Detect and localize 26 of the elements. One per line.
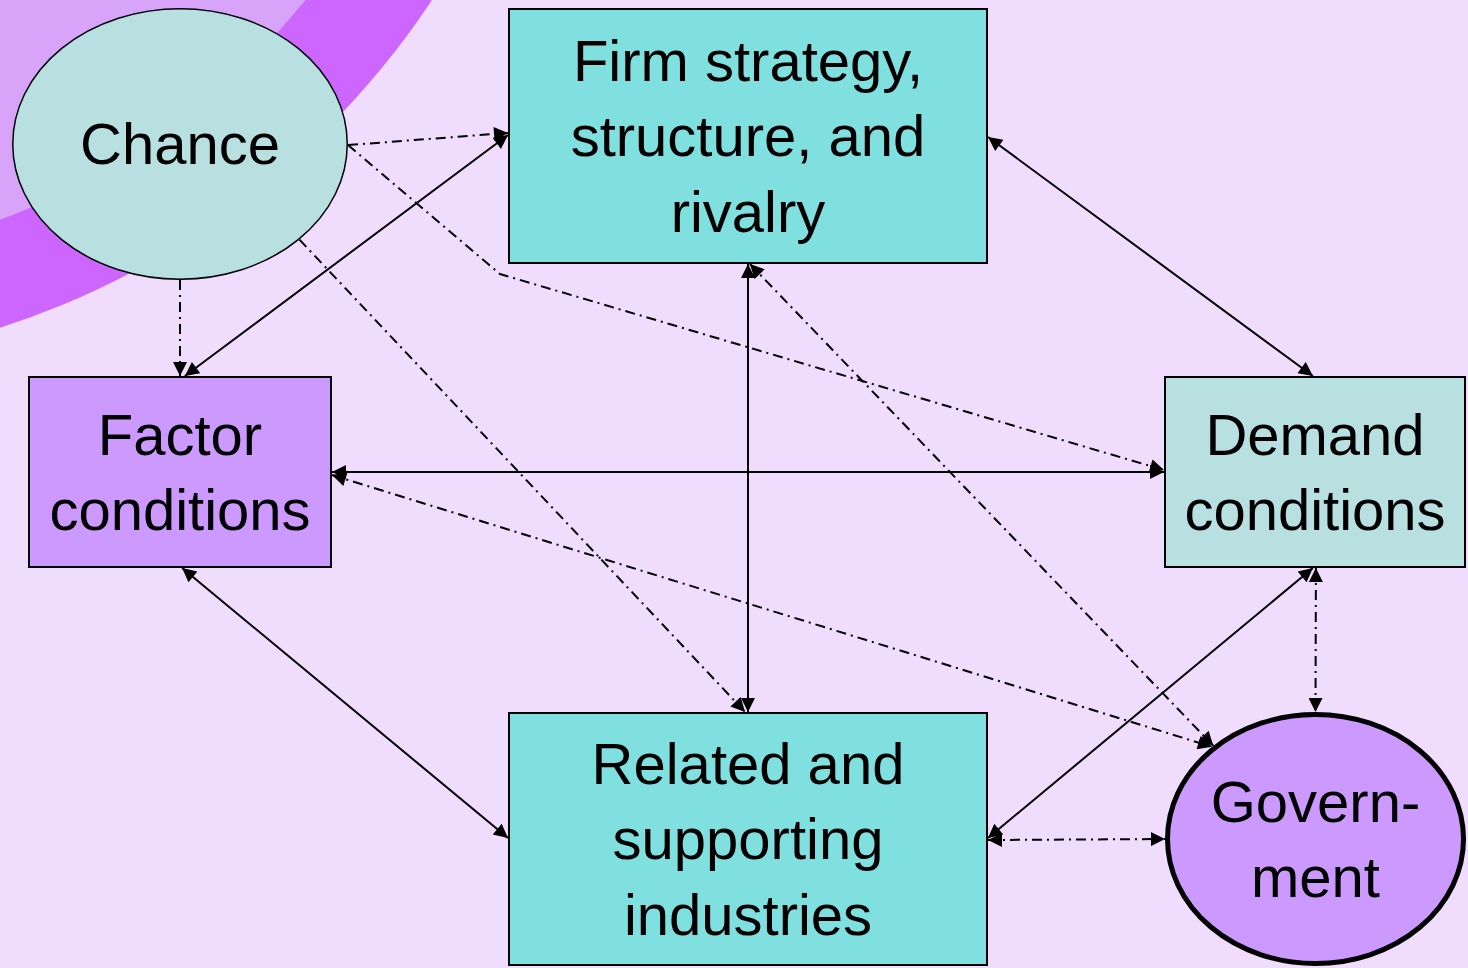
- arrow: [347, 127, 509, 147]
- node-label: Factor conditions: [48, 400, 312, 544]
- node-label: Demand conditions: [1183, 400, 1447, 544]
- arrow: [1308, 567, 1323, 713]
- arrow: [987, 136, 1314, 377]
- process-box: [1164, 376, 1466, 568]
- arrow: [987, 832, 1166, 847]
- arrow: [183, 134, 509, 377]
- node-label: Related and supporting industries: [590, 729, 906, 949]
- node-label: Firm strategy, structure, and rivalry: [569, 26, 927, 246]
- process-box: [508, 712, 988, 966]
- arrow: [173, 279, 187, 377]
- arrow: [987, 567, 1314, 839]
- arrow: [298, 238, 747, 713]
- arrow: [347, 144, 1165, 473]
- arrow: [331, 472, 1213, 750]
- process-box: [508, 8, 988, 264]
- ellipse-node: [12, 8, 348, 280]
- arrow: [748, 263, 1215, 747]
- node-label: Chance: [79, 110, 281, 179]
- process-box: [28, 376, 332, 568]
- ellipse-node: [1165, 712, 1466, 966]
- arrow: [741, 263, 755, 713]
- node-label: Govern- ment: [1209, 767, 1422, 911]
- arrow: [331, 465, 1165, 479]
- arrow: [181, 567, 509, 839]
